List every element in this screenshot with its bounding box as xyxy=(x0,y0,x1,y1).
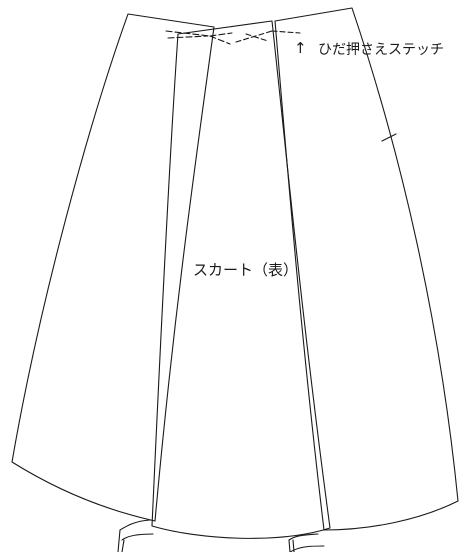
notch-mark xyxy=(381,133,397,142)
hem-fold-left xyxy=(119,519,154,541)
pleat-stitch-marks-right xyxy=(235,30,301,43)
hem-edge-right xyxy=(288,539,295,552)
skirt-left-panel xyxy=(11,13,215,522)
skirt-outside-label: スカート（表） xyxy=(193,261,299,279)
hem-edge-left xyxy=(117,529,125,552)
skirt-right-panel xyxy=(274,7,459,531)
pleat-stitch-label: ひだ押さえステッチ xyxy=(318,42,444,58)
hem-fold-right xyxy=(288,533,325,552)
pleat-stitch-marks-left xyxy=(165,30,233,45)
pleat-stitch-arrow-icon: ↑ xyxy=(294,39,307,57)
